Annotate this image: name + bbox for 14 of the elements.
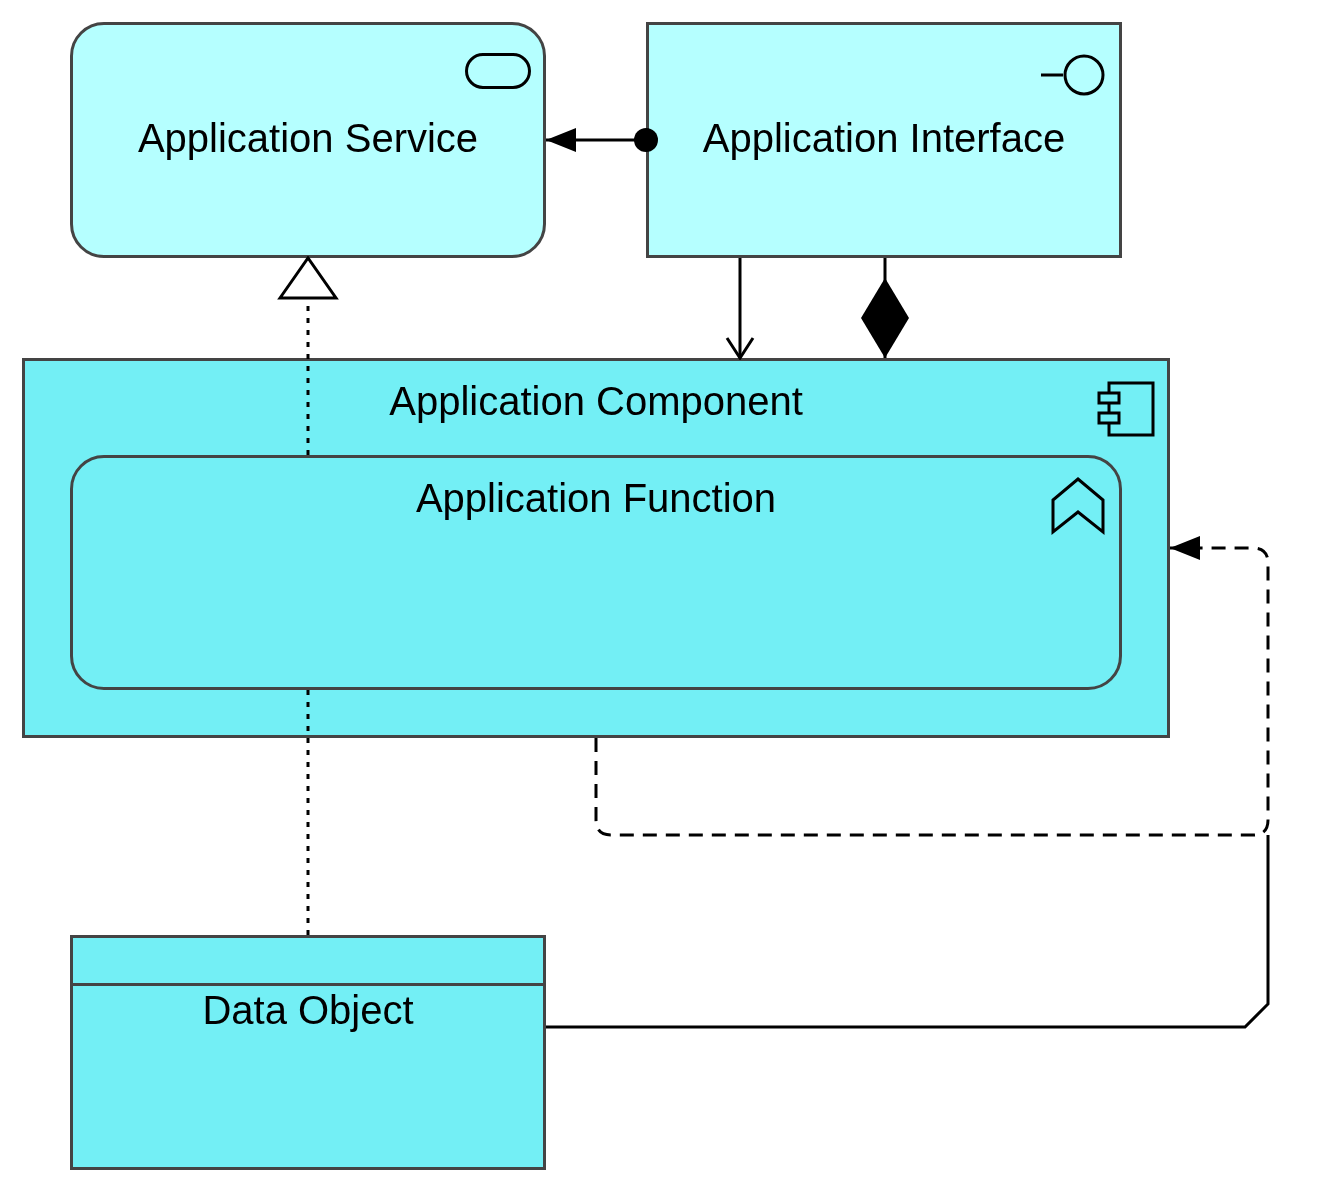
node-label: Application Service [137,115,479,162]
connector-arrow [594,536,1270,837]
interface-box [646,22,1122,258]
node-label: Application Component [389,378,803,425]
node-label: Application Function [415,475,777,522]
component-box [22,358,1170,738]
data-object-box [70,935,546,1170]
node-label: Data Object [202,987,414,1034]
service-box [70,22,546,258]
function-box [70,455,1122,690]
connector-arrow [546,128,658,152]
connector-arrow [725,258,755,360]
connector-arrow [278,256,338,455]
node-label: Application Interface [702,115,1066,162]
